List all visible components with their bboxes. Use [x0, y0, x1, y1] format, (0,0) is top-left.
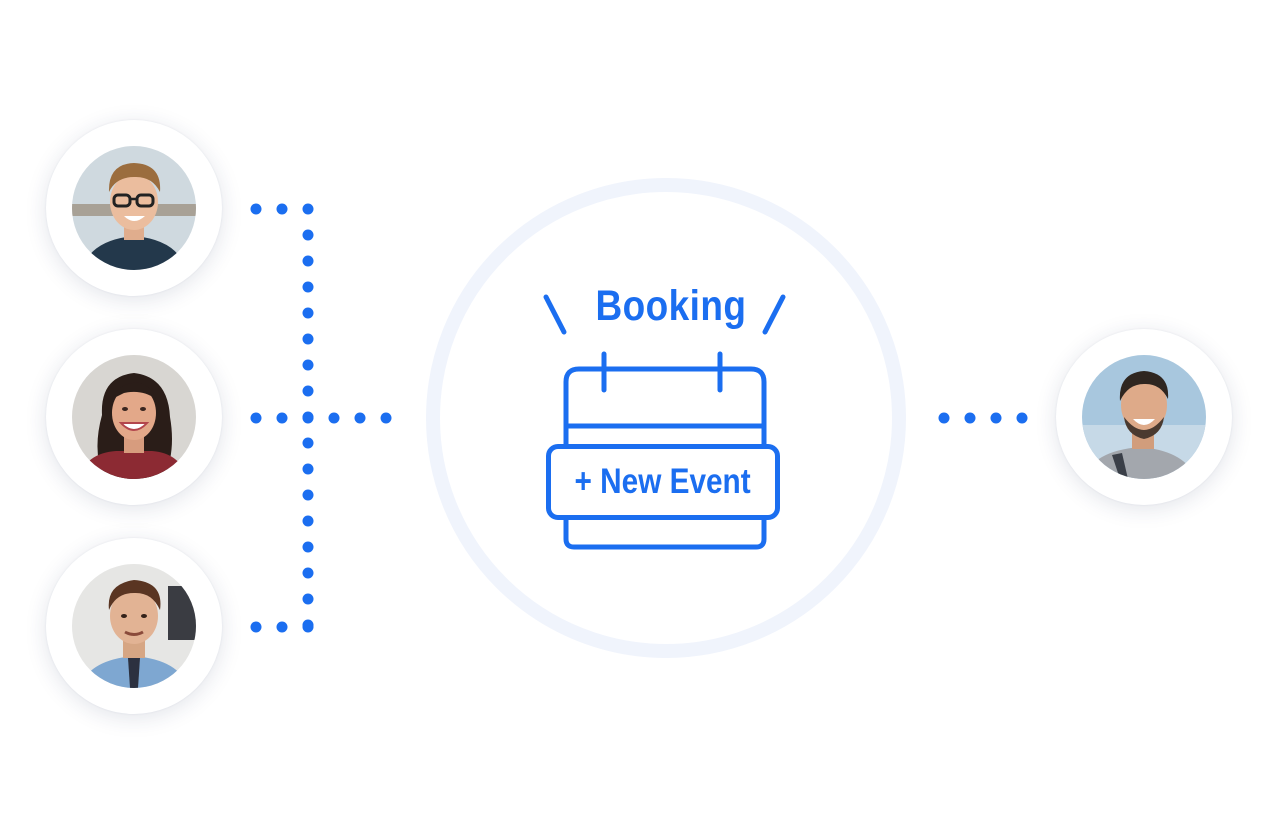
connector-dot: [276, 412, 288, 424]
connector-dot: [328, 412, 340, 424]
connector-dot: [354, 412, 366, 424]
connector-dot: [990, 412, 1002, 424]
calendar-icon: [543, 294, 786, 550]
participant-avatar-1[interactable]: [46, 120, 222, 296]
connector-dot: [302, 203, 314, 215]
connector-dot: [302, 385, 314, 397]
connector-dot: [302, 541, 314, 553]
connector-dot: [302, 515, 314, 527]
person-photo: [72, 146, 196, 270]
connector-dot: [302, 229, 314, 241]
connector-dot: [380, 412, 392, 424]
person-photo: [72, 355, 196, 479]
connector-dot: [302, 437, 314, 449]
connector-dot: [302, 307, 314, 319]
connector-dot: [302, 255, 314, 267]
connector-dot: [938, 412, 950, 424]
new-event-label: + New Event: [574, 462, 752, 501]
participant-avatar-3[interactable]: [46, 538, 222, 714]
connector-dot: [302, 463, 314, 475]
connector-dot: [302, 489, 314, 501]
connector-dot: [302, 333, 314, 345]
connector-dot: [276, 621, 288, 633]
connector-dot: [302, 621, 314, 633]
connector-dot: [964, 412, 976, 424]
connector-dot: [302, 359, 314, 371]
connector-dot: [250, 621, 262, 633]
host-avatar[interactable]: [1056, 329, 1232, 505]
connector-dot: [302, 412, 314, 424]
connector-dot: [302, 593, 314, 605]
connector-dot: [276, 203, 288, 215]
connector-dot: [250, 203, 262, 215]
booking-title: Booking: [595, 282, 747, 330]
person-photo: [1082, 355, 1206, 479]
connector-dot: [302, 281, 314, 293]
person-photo: [72, 564, 196, 688]
connector-dot: [302, 567, 314, 579]
new-event-button[interactable]: + New Event: [546, 444, 780, 520]
participant-avatar-2[interactable]: [46, 329, 222, 505]
connector-dot: [1016, 412, 1028, 424]
connector-dot: [250, 412, 262, 424]
